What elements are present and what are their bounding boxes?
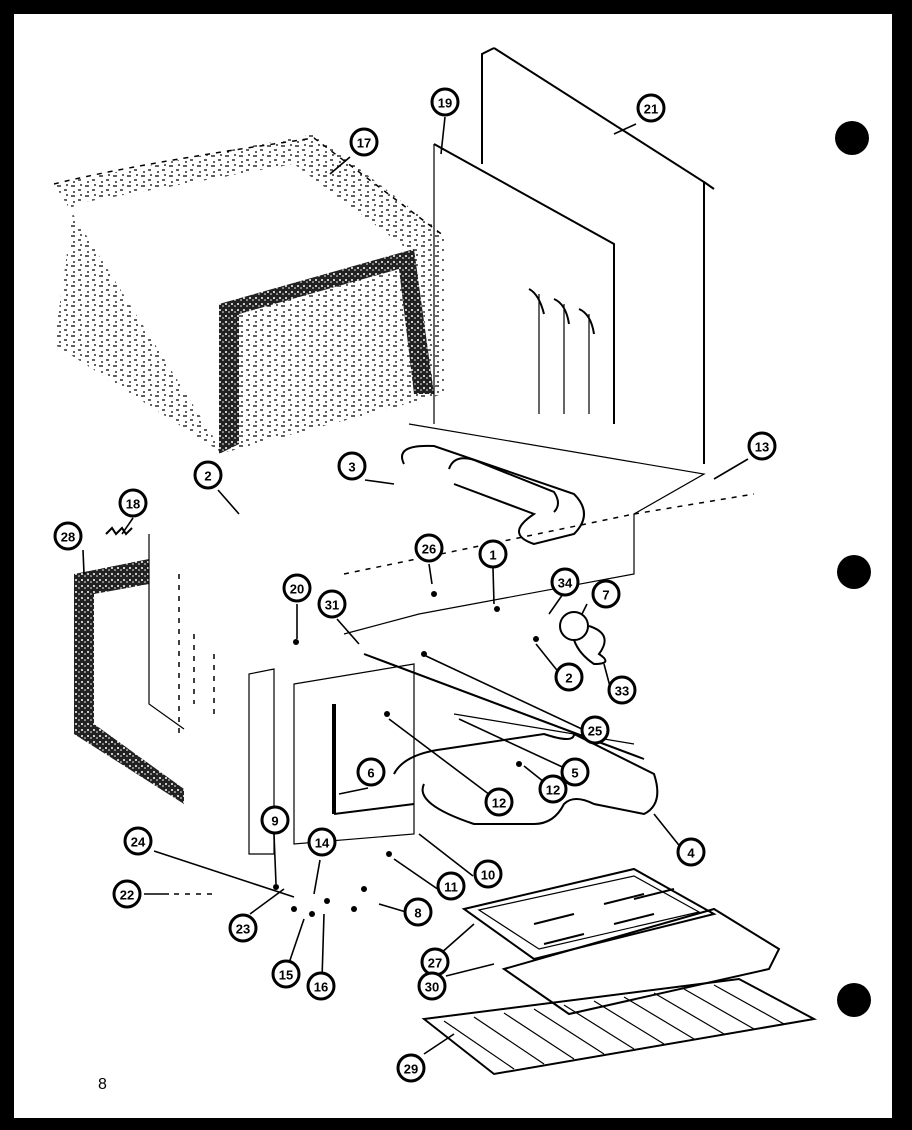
- insulation-blanket: [53, 134, 445, 454]
- oven-rack: [421, 977, 818, 1076]
- callout-label: 28: [61, 530, 75, 545]
- callout-6: 6: [356, 757, 386, 787]
- exploded-parts-diagram: 1719211323182826134720312332565121249142…: [53, 47, 871, 1083]
- callout-label: 12: [492, 796, 506, 811]
- callout-label: 33: [615, 684, 629, 699]
- callout-13: 13: [747, 431, 777, 461]
- callout-label: 9: [271, 814, 278, 829]
- callout-label: 2: [204, 469, 211, 484]
- callout-label: 22: [120, 888, 134, 903]
- callout-17: 17: [349, 127, 379, 157]
- callout-15: 15: [271, 959, 301, 989]
- callout-18: 18: [118, 488, 148, 518]
- callout-20: 20: [282, 573, 312, 603]
- callout-28: 28: [53, 521, 83, 551]
- callout-30: 30: [417, 971, 447, 1001]
- callout-label: 8: [414, 906, 421, 921]
- back-panels: [433, 47, 715, 464]
- callout-label: 12: [546, 783, 560, 798]
- callout-26: 26: [414, 533, 444, 563]
- callout-19: 19: [430, 87, 460, 117]
- callout-label: 11: [444, 880, 458, 895]
- callout-label: 5: [571, 766, 578, 781]
- callout-label: 13: [755, 440, 769, 455]
- hardware-screws: [174, 591, 539, 917]
- oven-cavity: [343, 423, 755, 635]
- callout-label: 25: [588, 724, 602, 739]
- callout-12: 12: [484, 787, 514, 817]
- callout-label: 2: [565, 671, 572, 686]
- callout-5: 5: [560, 757, 590, 787]
- broiler-pan: [461, 867, 717, 961]
- thermostat: [559, 611, 607, 666]
- callout-22: 22: [112, 879, 142, 909]
- spring: [105, 526, 133, 536]
- callout-12: 12: [538, 774, 568, 804]
- callout-24: 24: [123, 826, 153, 856]
- callout-label: 34: [558, 576, 573, 591]
- callout-23: 23: [228, 913, 258, 943]
- callout-label: 26: [422, 542, 436, 557]
- callout-label: 17: [357, 136, 371, 151]
- callout-25: 25: [580, 715, 610, 745]
- callout-label: 7: [602, 588, 609, 603]
- callout-label: 24: [131, 835, 146, 850]
- callout-9: 9: [260, 805, 290, 835]
- callout-3: 3: [337, 451, 367, 481]
- callout-21: 21: [636, 93, 666, 123]
- callout-11: 11: [436, 871, 466, 901]
- callout-label: 16: [314, 980, 328, 995]
- callout-label: 20: [290, 582, 304, 597]
- callout-label: 31: [325, 598, 339, 613]
- callout-label: 30: [425, 980, 439, 995]
- callout-33: 33: [607, 675, 637, 705]
- callout-2: 2: [554, 662, 584, 692]
- callout-31: 31: [317, 589, 347, 619]
- callout-8: 8: [403, 897, 433, 927]
- callout-label: 15: [279, 968, 293, 983]
- callout-16: 16: [306, 971, 336, 1001]
- callout-label: 19: [438, 96, 452, 111]
- callout-label: 27: [428, 956, 442, 971]
- punch-holes: [835, 121, 871, 1017]
- callout-34: 34: [550, 567, 580, 597]
- callout-label: 1: [489, 548, 496, 563]
- callout-27: 27: [420, 947, 450, 977]
- door-gasket: [74, 534, 215, 804]
- callout-14: 14: [307, 827, 337, 857]
- callout-label: 23: [236, 922, 250, 937]
- callout-29: 29: [396, 1053, 426, 1083]
- callout-1: 1: [478, 539, 508, 569]
- callout-label: 14: [315, 836, 330, 851]
- callout-label: 18: [126, 497, 140, 512]
- callout-label: 4: [687, 846, 695, 861]
- callout-10: 10: [473, 859, 503, 889]
- callout-7: 7: [591, 579, 621, 609]
- callout-label: 10: [481, 868, 495, 883]
- callout-4: 4: [676, 837, 706, 867]
- callout-label: 29: [404, 1062, 418, 1077]
- page-number: 8: [98, 1076, 107, 1093]
- bake-element-upper: [401, 444, 585, 546]
- callout-label: 21: [644, 102, 658, 117]
- broiler-pan-insert: [501, 907, 781, 1016]
- callout-2: 2: [193, 460, 223, 490]
- callout-label: 3: [348, 460, 355, 475]
- callout-label: 6: [367, 766, 374, 781]
